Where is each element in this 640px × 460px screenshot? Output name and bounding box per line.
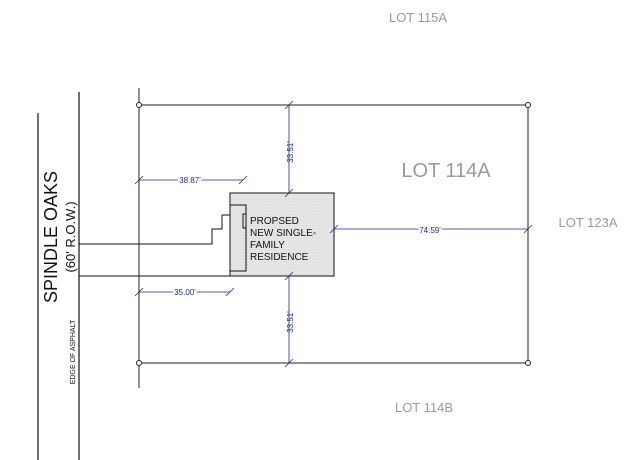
dim-label-bottom: 33.51' (286, 311, 295, 333)
lot-corner-marker (525, 360, 531, 366)
lot-123a-label: LOT 123A (558, 215, 617, 230)
residence-label-line-2: NEW SINGLE- (250, 228, 316, 239)
residence-footprint (229, 192, 335, 277)
lot-114b-label: LOT 114B (395, 400, 453, 415)
dim-label-right: 74.59' (419, 226, 441, 235)
dim-tick (225, 287, 235, 297)
dim-tick (284, 188, 294, 198)
lot-corner-marker (136, 360, 142, 366)
dim-tick (284, 358, 294, 368)
lot-corner-marker (136, 102, 142, 108)
dim-tick (329, 224, 339, 234)
dim-tick (284, 100, 294, 110)
dim-tick (523, 224, 533, 234)
residence-label-line-1: PROPSED (250, 216, 299, 227)
residence-label-line-4: RESIDENCE (250, 252, 309, 263)
driveway-upper-edge (79, 214, 230, 245)
lot-114a-label: LOT 114A (401, 160, 491, 182)
entry-step (242, 213, 246, 229)
asphalt-edge-label: EDGE OF ASPHALT (70, 319, 77, 384)
lot-115a-label: LOT 115A (389, 10, 447, 25)
dim-label-left-lower: 35.00' (174, 288, 196, 297)
dim-tick (134, 175, 144, 185)
garage-notch (229, 204, 247, 272)
dim-tick (238, 175, 248, 185)
residence-label-line-3: FAMILY (250, 240, 285, 251)
lot-corner-marker (525, 102, 531, 108)
street-row-label: (60' R.O.W.) (63, 201, 78, 272)
dim-tick (134, 287, 144, 297)
dim-tick (284, 271, 294, 281)
street-name-label: SPINDLE OAKS (41, 171, 61, 303)
dim-label-top: 33.51' (286, 141, 295, 163)
dim-label-left-upper: 38.87' (179, 176, 201, 185)
